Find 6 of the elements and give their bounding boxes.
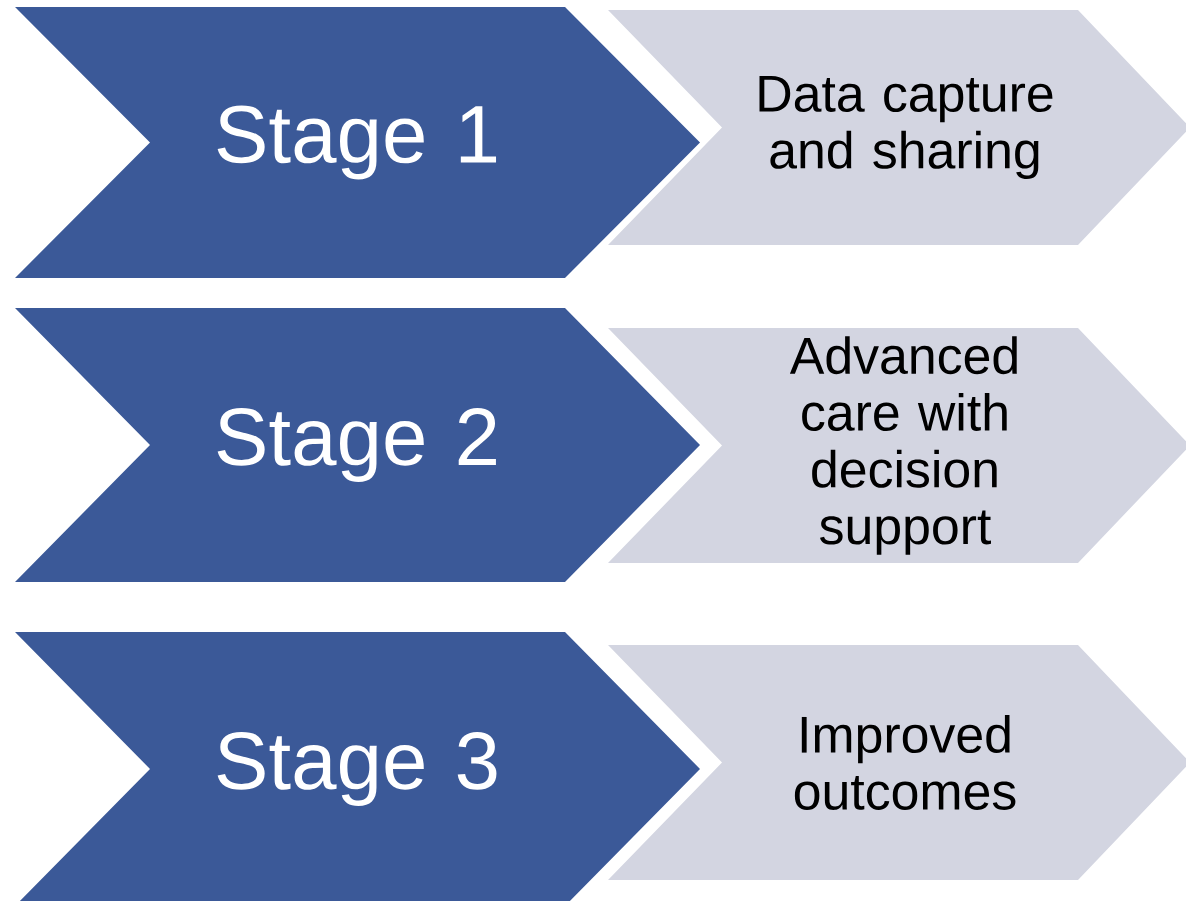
process-box: Stage 3 (15, 632, 700, 901)
process-box: Improved outcomes (608, 645, 1186, 880)
process-box: Data capture and sharing (608, 10, 1186, 245)
process-box: Advanced care with decision support (608, 328, 1186, 563)
process-box: Stage 2 (15, 308, 700, 582)
process-box: Stage 1 (15, 7, 700, 278)
